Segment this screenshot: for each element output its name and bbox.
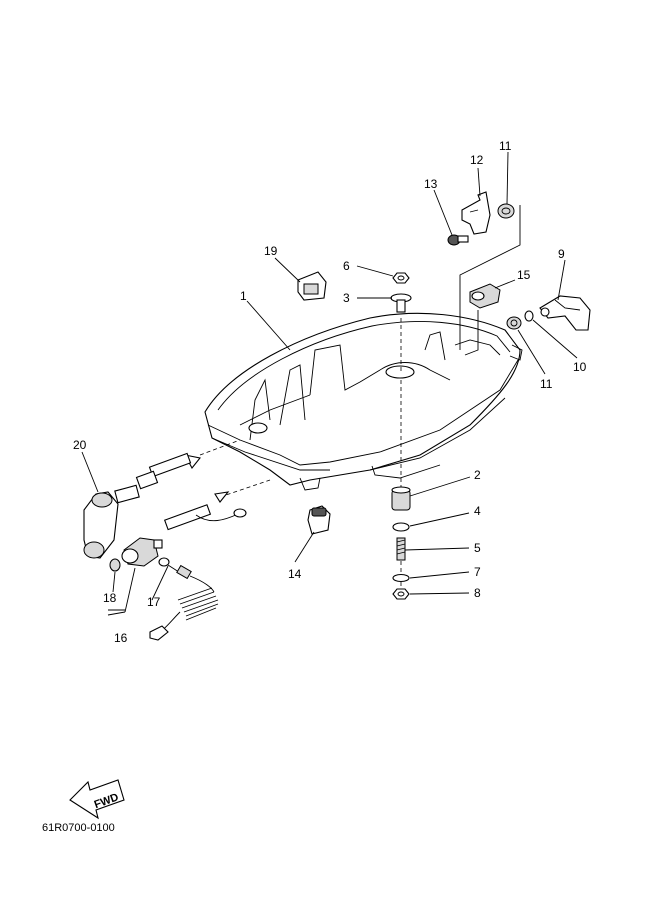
callout-16: 16 [114, 631, 128, 645]
callout-6: 6 [343, 259, 350, 273]
grommet-part-11-top [497, 203, 515, 219]
callout-13: 13 [424, 177, 438, 191]
fwd-arrow: FWD [69, 779, 125, 820]
washer-part-10 [524, 310, 534, 322]
callout-7: 7 [474, 565, 481, 579]
callout-15: 15 [517, 268, 531, 282]
callout-11-top: 11 [499, 139, 512, 153]
callout-1: 1 [240, 289, 247, 303]
grommet-part-2 [391, 486, 411, 511]
grommet-part-11-right [506, 316, 522, 330]
nut-part-6 [392, 272, 410, 284]
callout-2: 2 [474, 468, 481, 482]
bracket-part-9 [539, 295, 591, 331]
callout-14: 14 [288, 567, 302, 581]
bolt-part-5 [396, 537, 406, 561]
rod-assembly [135, 452, 201, 490]
screw-part-13 [447, 234, 469, 246]
callout-9: 9 [558, 247, 565, 261]
callout-20: 20 [73, 438, 87, 452]
callout-17: 17 [147, 595, 161, 609]
bottom-cowling [204, 312, 523, 491]
callout-11-right: 11 [540, 377, 553, 391]
callout-19: 19 [264, 244, 278, 258]
callout-18: 18 [103, 591, 117, 605]
lever-part-12 [461, 191, 491, 235]
callout-labels: 1 2 3 4 5 6 7 8 9 10 11 11 12 13 14 15 1… [73, 139, 587, 645]
callout-8: 8 [474, 586, 481, 600]
switch-part-16 [121, 537, 163, 567]
callout-4: 4 [474, 504, 481, 518]
collar-part-3 [390, 293, 412, 313]
grommet-part-14 [307, 505, 331, 535]
cable-assembly [163, 491, 247, 531]
lanyard-part-17 [149, 557, 219, 641]
washer-part-7 [392, 573, 410, 583]
leader-lines [81, 151, 578, 616]
nut-part-8 [392, 588, 410, 600]
cap-part-18 [109, 558, 121, 572]
drawing-code: 61R0700-0100 [42, 822, 115, 834]
washer-part-4 [392, 522, 410, 532]
callout-12: 12 [470, 153, 484, 167]
callout-5: 5 [474, 541, 481, 555]
clip-part-19 [297, 271, 327, 301]
stop-switch-part-20 [83, 484, 140, 559]
callout-3: 3 [343, 291, 350, 305]
cam-part-15 [469, 283, 501, 309]
callout-10: 10 [573, 360, 587, 374]
